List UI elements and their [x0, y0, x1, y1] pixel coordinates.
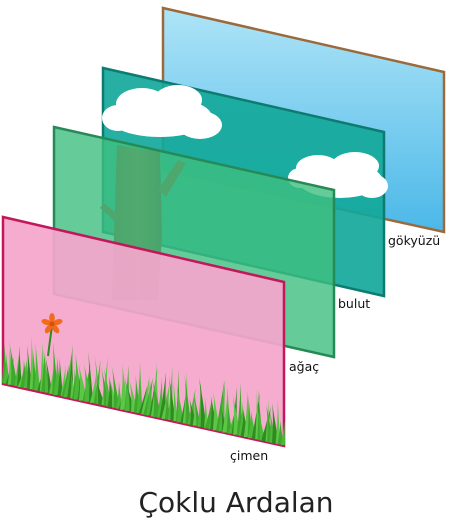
grass-blade: [116, 381, 123, 409]
grass-blade: [159, 371, 167, 419]
grass-blades: [1, 335, 286, 445]
cloud-label: bulut: [338, 296, 370, 311]
grass-blade: [95, 378, 105, 405]
grass-blade: [3, 352, 10, 384]
grass-blade: [280, 420, 286, 445]
grass-blade: [275, 400, 281, 444]
grass-blade: [168, 376, 176, 421]
tree-label: ağaç: [289, 359, 319, 374]
grass-blade: [45, 355, 53, 394]
grass-blade: [88, 351, 94, 403]
grass-blade: [176, 386, 185, 423]
grass-blade: [111, 365, 120, 409]
grass-blade: [124, 376, 134, 411]
grass-blade: [136, 361, 143, 414]
grass-label: çimen: [230, 448, 268, 463]
grass-blade: [34, 343, 41, 391]
grass-blade: [257, 409, 266, 441]
grass-blade: [83, 363, 93, 402]
grass-blade: [271, 402, 279, 444]
grass-blade: [152, 379, 163, 418]
grass-layer: çimen: [1, 215, 286, 463]
diagram-title: Çoklu Ardalan: [138, 486, 333, 519]
grass-blade: [173, 381, 178, 422]
grass-blade: [78, 363, 88, 401]
grass-blade: [57, 357, 63, 396]
grass-blade: [198, 376, 207, 428]
grass-blade: [16, 345, 22, 387]
grass-blade: [226, 400, 233, 434]
grass-blade: [9, 341, 18, 386]
cloud-left: [102, 85, 222, 139]
grass-blade: [232, 393, 241, 435]
grass-blade: [184, 375, 192, 424]
sky-label: gökyüzü: [388, 233, 440, 248]
flower: [41, 313, 63, 357]
